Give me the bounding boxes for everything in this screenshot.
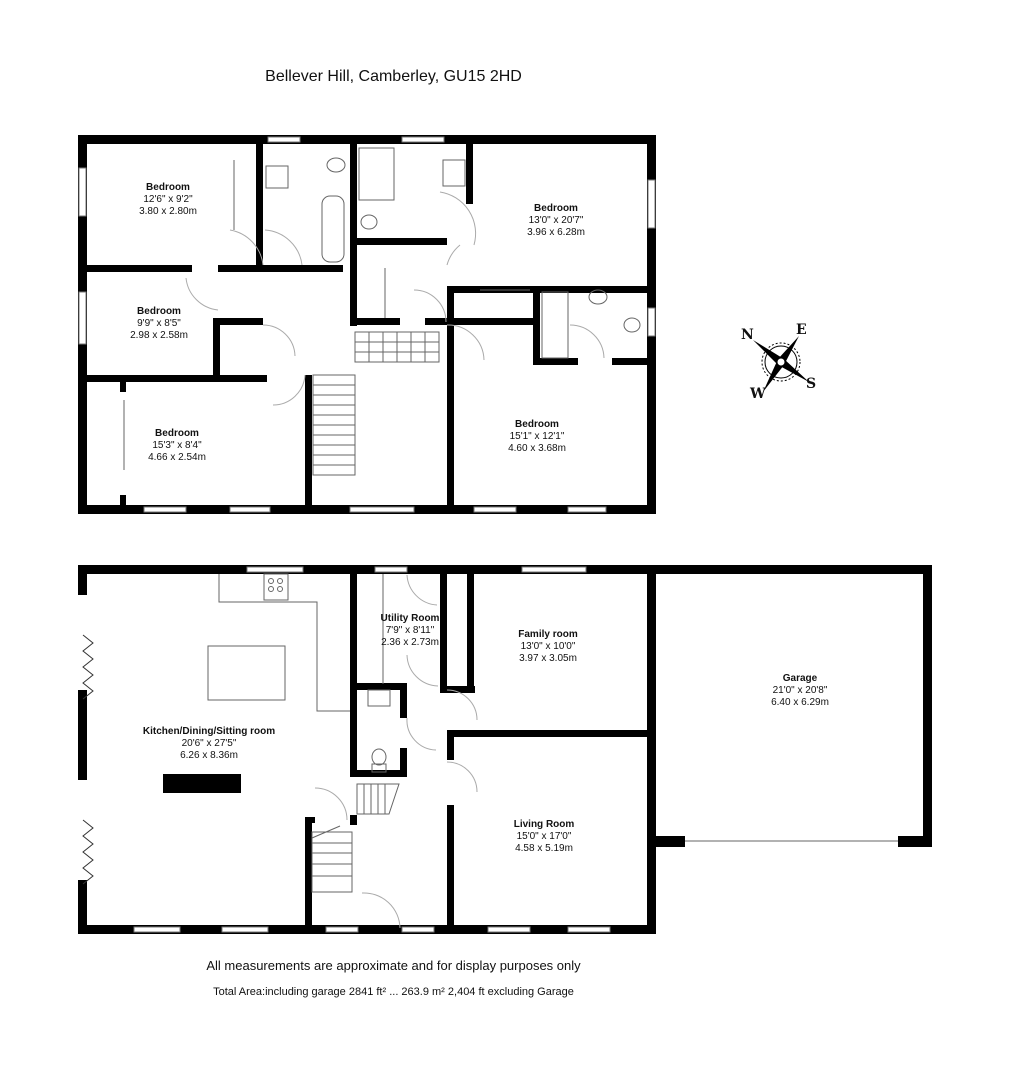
room-name: Living Room bbox=[513, 819, 575, 830]
room-imperial: 15'3" x 8'4" bbox=[152, 440, 202, 451]
room-name: Garage bbox=[782, 673, 818, 684]
total-area-text: Total Area:including garage 2841 ft² ...… bbox=[213, 986, 574, 998]
room-imperial: 7'9" x 8'11" bbox=[385, 625, 435, 636]
plan-title: Bellever Hill, Camberley, GU15 2HD bbox=[265, 68, 522, 85]
room-metric: 3.97 x 3.05m bbox=[519, 653, 577, 664]
disclaimer-text: All measurements are approximate and for… bbox=[206, 958, 581, 973]
room-metric: 3.80 x 2.80m bbox=[139, 206, 197, 217]
room-imperial: 21'0" x 20'8" bbox=[772, 685, 828, 696]
compass-icon bbox=[753, 336, 809, 392]
compass-north-label: N bbox=[741, 327, 754, 343]
room-metric: 6.40 x 6.29m bbox=[771, 697, 829, 708]
room-imperial: 9'9" x 8'5" bbox=[137, 318, 181, 329]
room-name: Utility Room bbox=[380, 613, 440, 624]
room-imperial: 12'6" x 9'2" bbox=[143, 194, 193, 205]
room-metric: 2.36 x 2.73m bbox=[381, 637, 439, 648]
room-imperial: 15'0" x 17'0" bbox=[516, 831, 572, 842]
room-label-garage: Garage 21'0" x 20'8" 6.40 x 6.29m bbox=[771, 673, 829, 709]
compass-west-label: W bbox=[750, 386, 766, 402]
room-metric: 3.96 x 6.28m bbox=[527, 227, 585, 238]
room-metric: 4.58 x 5.19m bbox=[515, 843, 573, 854]
room-name: Bedroom bbox=[137, 306, 181, 317]
room-label-living-room: Living Room 15'0" x 17'0" 4.58 x 5.19m bbox=[514, 819, 575, 855]
room-metric: 6.26 x 8.36m bbox=[180, 750, 238, 761]
room-label-bedroom-1: Bedroom 12'6" x 9'2" 3.80 x 2.80m bbox=[139, 182, 197, 218]
compass-east-label: E bbox=[796, 322, 807, 338]
room-imperial: 15'1" x 12'1" bbox=[509, 431, 565, 442]
room-metric: 4.66 x 2.54m bbox=[148, 452, 206, 463]
compass-south-label: S bbox=[806, 376, 817, 392]
room-name: Family room bbox=[518, 629, 578, 640]
room-metric: 2.98 x 2.58m bbox=[130, 330, 188, 341]
room-label-bedroom-5: Bedroom 15'1" x 12'1" 4.60 x 3.68m bbox=[508, 419, 566, 455]
room-name: Bedroom bbox=[534, 203, 578, 214]
room-label-family-room: Family room 13'0" x 10'0" 3.97 x 3.05m bbox=[518, 629, 577, 665]
room-imperial: 13'0" x 20'7" bbox=[528, 215, 584, 226]
room-label-bedroom-2: Bedroom 9'9" x 8'5" 2.98 x 2.58m bbox=[130, 306, 188, 342]
room-label-utility: Utility Room 7'9" x 8'11" 2.36 x 2.73m bbox=[381, 613, 440, 649]
room-imperial: 20'6" x 27'5" bbox=[181, 738, 237, 749]
room-label-kitchen: Kitchen/Dining/Sitting room 20'6" x 27'5… bbox=[143, 726, 275, 762]
room-name: Bedroom bbox=[146, 182, 190, 193]
room-name: Kitchen/Dining/Sitting room bbox=[142, 726, 276, 737]
room-label-bedroom-4: Bedroom 13'0" x 20'7" 3.96 x 6.28m bbox=[527, 203, 585, 239]
room-name: Bedroom bbox=[155, 428, 199, 439]
room-metric: 4.60 x 3.68m bbox=[508, 443, 566, 454]
room-imperial: 13'0" x 10'0" bbox=[520, 641, 576, 652]
room-name: Bedroom bbox=[515, 419, 559, 430]
room-label-bedroom-3: Bedroom 15'3" x 8'4" 4.66 x 2.54m bbox=[148, 428, 206, 464]
